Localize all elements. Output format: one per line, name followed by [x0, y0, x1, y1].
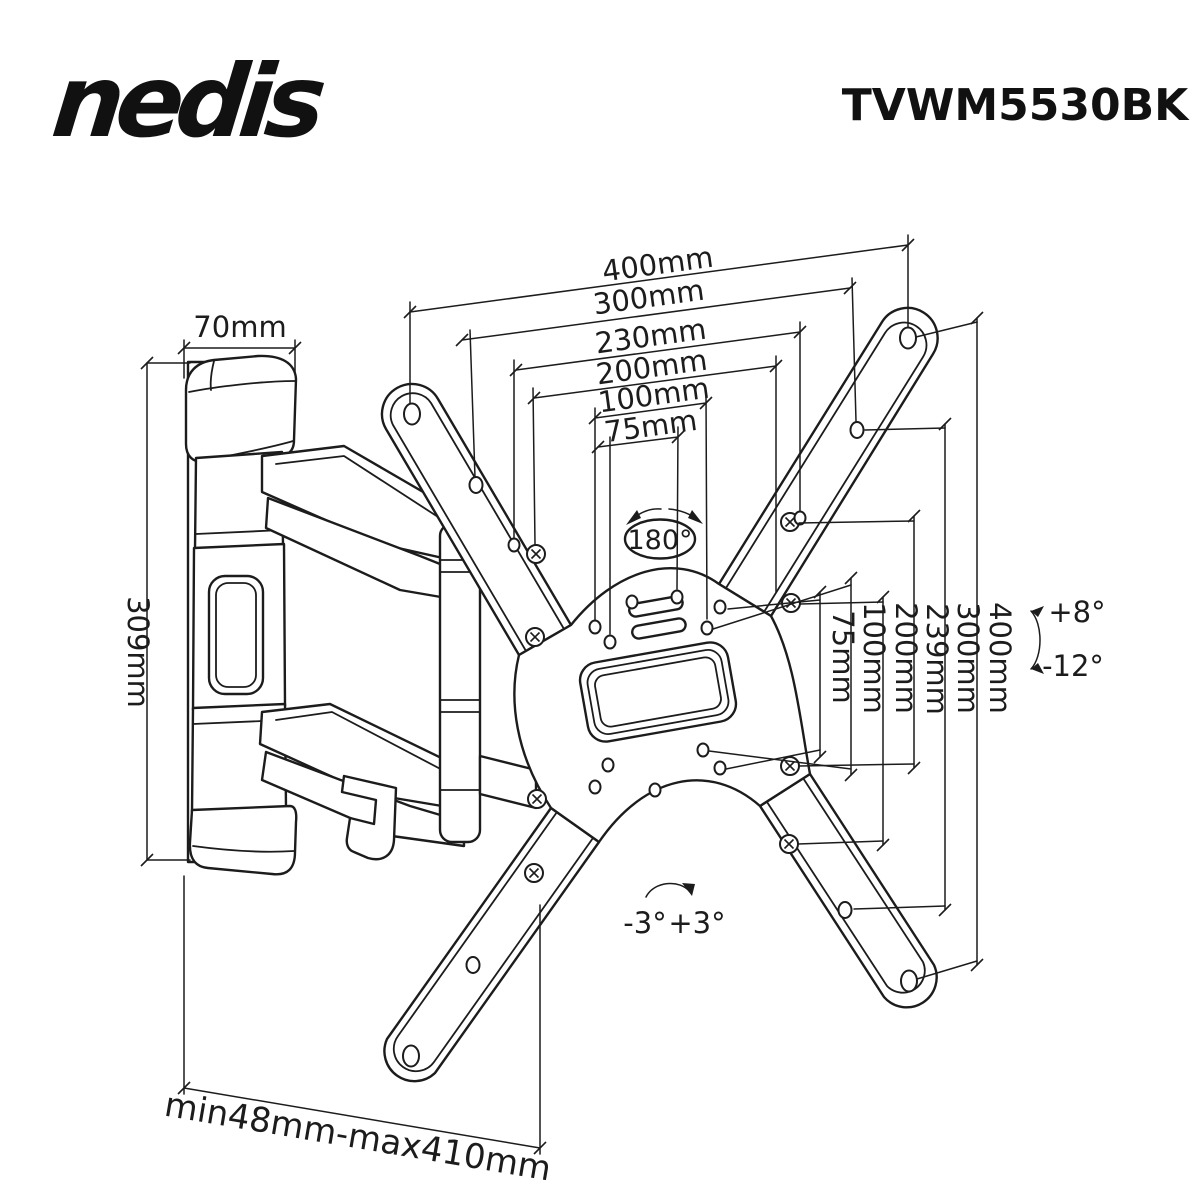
tilt-up-label: +8° [1048, 595, 1105, 629]
vesa-plate [380, 306, 939, 1083]
dim-right-100: 100mm [857, 602, 891, 714]
plate-arm-top-left [380, 382, 573, 657]
tilt-down-label: -12° [1042, 649, 1104, 683]
swivel-annotation: 180° [623, 508, 703, 560]
tilt-annotation: +8° -12° [1030, 595, 1106, 683]
level-right-label: +3° [668, 906, 725, 940]
wall-bracket [184, 354, 298, 876]
plate-slot [631, 617, 687, 640]
model-number: TVWM5530BK [842, 80, 1190, 131]
level-left-label: -3° [623, 906, 666, 940]
dim-tv-width-range: min48mm-max410mm [162, 1085, 554, 1190]
dim-right-300: 300mm [951, 602, 985, 714]
cable-clip [340, 774, 398, 861]
dim-bracket-height: 309mm [121, 596, 155, 708]
dim-right-400: 400mm [983, 602, 1017, 714]
plate-handle-opening [578, 641, 738, 743]
level-annotation: -3° +3° [623, 882, 726, 940]
dim-right-239: 239mm [920, 603, 954, 715]
swivel-angle-label: 180° [627, 525, 692, 556]
dim-right-75: 75mm [826, 610, 860, 703]
plate-arm-top-right [717, 306, 939, 618]
bracket-cutout [207, 574, 265, 696]
bracket-bottom-cap [188, 804, 298, 876]
dim-right-200: 200mm [889, 602, 923, 714]
plate-slot [628, 595, 684, 618]
brand-logo: nedis [47, 43, 329, 160]
bracket-top-cap [184, 354, 298, 464]
dim-arm-depth: 70mm [193, 310, 286, 344]
plate-arm-bottom-left [383, 806, 601, 1083]
